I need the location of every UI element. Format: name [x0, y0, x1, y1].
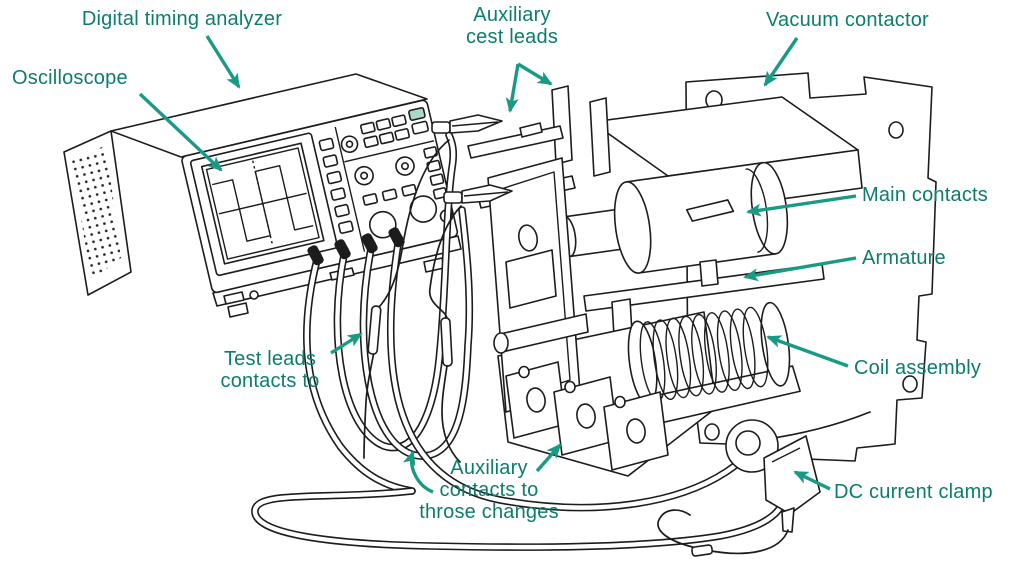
leader-arrow-dc-current-clamp [793, 470, 831, 491]
leader-arrows [138, 35, 857, 494]
clamp-plug [781, 507, 795, 533]
leader-arrow-main-contacts [746, 194, 857, 217]
oscilloscope-front-panel [181, 99, 459, 294]
label-digital-timing-analyzer: Digital timing analyzer [81, 8, 283, 30]
label-main-contacts: Main contacts [862, 184, 988, 206]
leader-arrow-auxiliary-test-leads-left [505, 63, 520, 113]
vent-grille [72, 145, 121, 281]
clamp-body [763, 435, 821, 515]
mounting-hole [902, 375, 918, 393]
armature-link [699, 259, 719, 287]
panel-divider [344, 140, 435, 163]
leader-arrow-auxiliary-contacts-curved [402, 450, 434, 494]
leader-arrow-armature [743, 256, 857, 282]
power-terminal-blocks [505, 361, 669, 471]
bnc-connector [307, 227, 405, 266]
probe-tip [367, 305, 453, 367]
oscilloscope-top-panel [110, 73, 428, 158]
label-test-leads: Test leads contacts to [220, 348, 320, 392]
alligator-clip [431, 114, 513, 204]
panel-divider [334, 126, 366, 252]
label-armature: Armature [862, 247, 946, 269]
oscilloscope-illustration [63, 73, 462, 318]
lead-coupler [691, 544, 714, 557]
clamp-lead-wire [657, 509, 789, 555]
label-auxiliary-contacts: Auxiliary contacts to throse changes [419, 457, 559, 523]
leader-arrow-test-leads [330, 332, 363, 355]
vacuum-contactor-illustration [467, 72, 937, 477]
leader-arrow-coil-assembly [766, 335, 849, 368]
leader-arrow-auxiliary-test-leads-right [517, 62, 553, 86]
control-buttons [340, 107, 448, 206]
power-switch [223, 291, 245, 305]
label-auxiliary-test-leads: Auxiliary cest leads [465, 4, 559, 48]
label-oscilloscope: Oscilloscope [12, 67, 128, 89]
power-led [249, 290, 259, 300]
armature-bar [583, 263, 825, 312]
soft-key-buttons [318, 137, 354, 234]
control-knobs [354, 156, 454, 239]
waveform-trace [211, 165, 314, 242]
mounting-hole [704, 423, 720, 441]
test-lead-wires [363, 139, 462, 463]
label-coil-assembly: Coil assembly [854, 357, 982, 379]
leader-arrow-vacuum-contactor [763, 37, 799, 87]
panel-detail [505, 249, 557, 309]
power-run-button [408, 107, 426, 121]
leader-arrow-digital-timing-analyzer [205, 35, 241, 89]
leader-arrow-auxiliary-contacts [535, 443, 562, 473]
actuator-shaft-end [493, 332, 509, 354]
dc-current-clamp-illustration [657, 411, 871, 557]
label-vacuum-contactor: Vacuum contactor [766, 9, 929, 31]
leader-arrow-oscilloscope [138, 92, 223, 172]
crt-screen-inner [205, 147, 320, 260]
mounting-hole [888, 121, 904, 139]
clamp-ring-inner [735, 430, 761, 456]
probe-cables [251, 114, 788, 551]
label-dc-current-clamp: DC current clamp [834, 481, 993, 503]
panel-hole [517, 224, 539, 252]
oscilloscope-foot [227, 302, 249, 318]
